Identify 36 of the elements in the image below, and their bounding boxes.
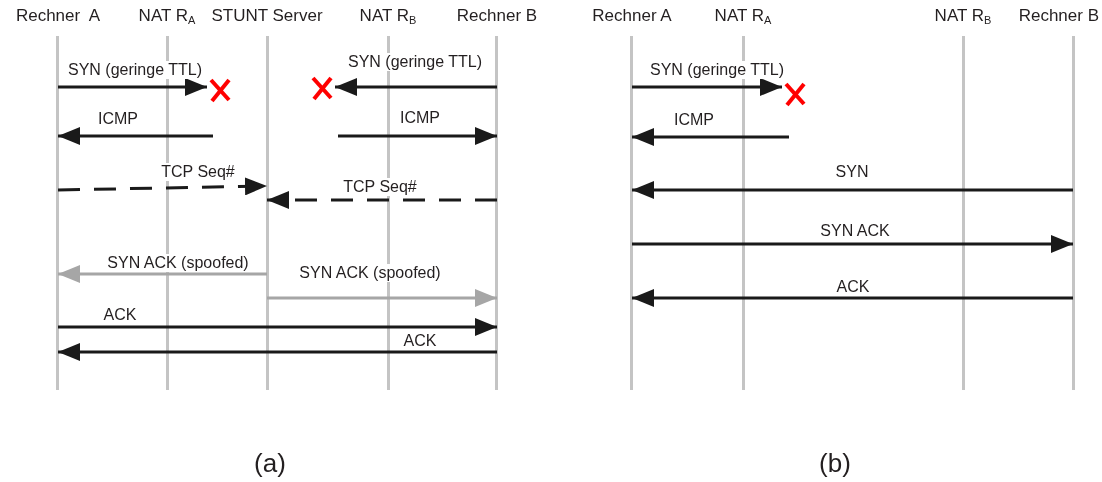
edge-label: SYN ACK (spoofed) <box>106 254 250 272</box>
message-arrow <box>632 78 782 96</box>
message-arrow <box>335 78 497 96</box>
cross-mark-icon <box>309 75 335 101</box>
message-arrow <box>338 127 497 145</box>
message-arrow <box>58 318 497 336</box>
edge-label: TCP Seq# <box>160 163 236 181</box>
edge-label: TCP Seq# <box>342 178 418 196</box>
participant-label: STUNT Server <box>211 6 323 26</box>
participant-label: NAT R$_{B}$ <box>934 6 992 26</box>
message-arrow <box>58 265 267 283</box>
cross-mark-icon <box>782 81 808 107</box>
message-arrow <box>267 191 497 209</box>
participant-label: Rechner A <box>15 6 101 26</box>
participant-label: Rechner A <box>592 6 672 26</box>
edge-label: SYN (geringe TTL) <box>649 61 785 79</box>
message-arrow <box>267 289 497 307</box>
cross-mark-icon <box>207 77 233 103</box>
edge-label: SYN (geringe TTL) <box>347 53 483 71</box>
message-arrow <box>58 127 213 145</box>
message-arrow <box>632 289 1073 307</box>
message-arrow <box>632 128 789 146</box>
participant-label: Rechner B <box>1018 6 1099 26</box>
participant-label: NAT R$_{A}$ <box>138 6 196 26</box>
edge-label: SYN ACK (spoofed) <box>298 264 442 282</box>
participant-label: NAT R$_{A}$ <box>714 6 772 26</box>
panel-label: (a) <box>254 447 286 479</box>
message-arrow <box>57 177 268 196</box>
participant-label: NAT R$_{B}$ <box>359 6 417 26</box>
participant-label: Rechner B <box>456 6 538 26</box>
message-arrow <box>632 181 1073 199</box>
message-arrow <box>58 78 207 96</box>
edge-label: SYN (geringe TTL) <box>67 61 203 79</box>
message-arrow <box>632 235 1073 253</box>
message-arrow <box>58 343 497 361</box>
panel-label: (b) <box>819 447 851 479</box>
